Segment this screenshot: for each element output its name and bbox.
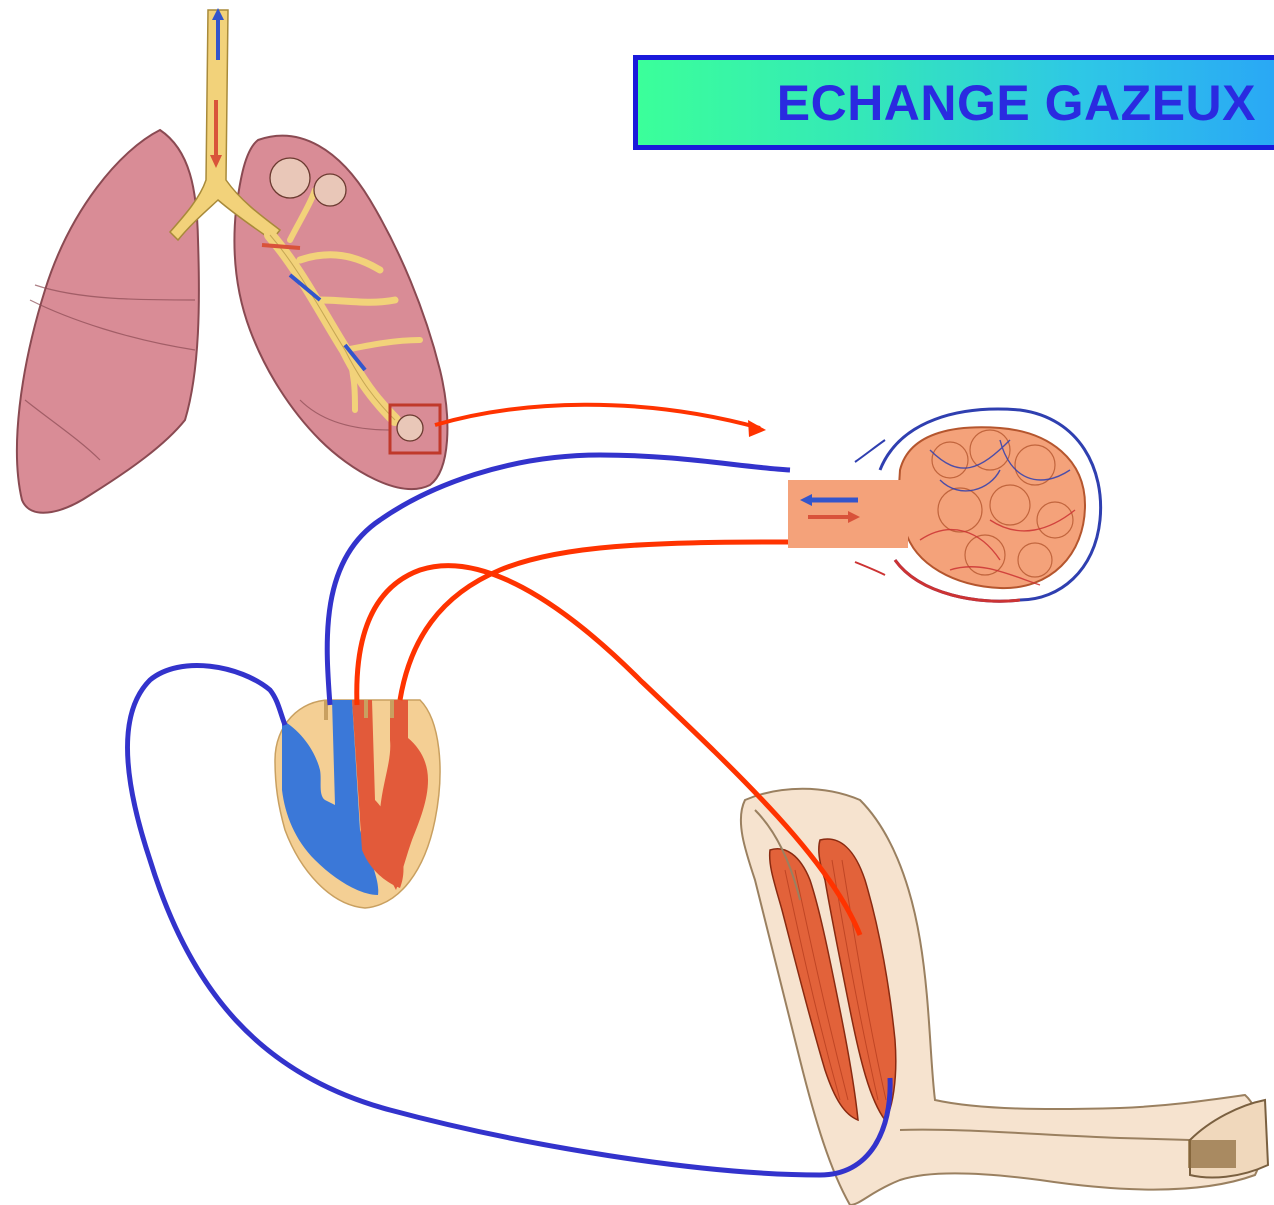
- heart-icon: [275, 700, 440, 908]
- arm-muscle-icon: [741, 789, 1268, 1205]
- alveolar-sac: [899, 427, 1085, 588]
- alveolus-icon: [788, 409, 1101, 601]
- lungs-icon: [17, 8, 447, 513]
- vessel-lung-to-alveolus: [435, 405, 760, 428]
- left-lung: [17, 130, 199, 513]
- arrow-head-icon: [748, 420, 766, 437]
